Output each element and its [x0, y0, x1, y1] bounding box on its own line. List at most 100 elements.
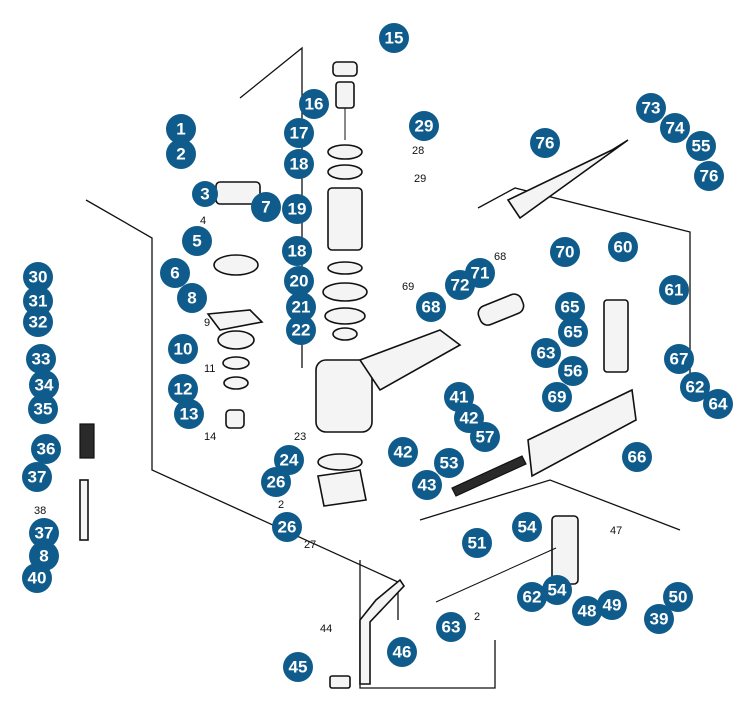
callout-19: 19 [282, 194, 312, 224]
parts [79, 61, 637, 689]
callout-16-label: 16 [305, 95, 324, 114]
frame-bottom [359, 560, 496, 689]
callout-36: 36 [31, 434, 61, 464]
callout-63b-label: 63 [442, 618, 461, 637]
callout-65a: 65 [555, 292, 585, 322]
callout-19-label: 19 [288, 200, 307, 219]
callout-3: 3 [192, 181, 218, 207]
label-2: 2 [278, 499, 284, 511]
callout-8a: 8 [177, 283, 207, 313]
callout-76a-label: 76 [700, 167, 719, 186]
callout-31-label: 31 [29, 292, 48, 311]
ring-11 [222, 356, 250, 370]
callout-48: 48 [572, 596, 602, 626]
callout-54b-label: 54 [548, 581, 567, 600]
callout-49: 49 [597, 590, 627, 620]
callout-56: 56 [558, 356, 588, 386]
callout-40: 40 [22, 563, 52, 593]
callout-18a-label: 18 [290, 155, 309, 174]
callout-65b-label: 65 [564, 323, 583, 342]
callout-22: 22 [286, 315, 316, 345]
callout-24: 24 [274, 445, 304, 475]
callout-30: 30 [23, 262, 53, 292]
rod-part [79, 479, 89, 541]
callout-55-label: 55 [692, 137, 711, 156]
callout-17: 17 [284, 118, 314, 148]
callout-5-label: 5 [192, 232, 201, 251]
callout-67-label: 67 [670, 350, 689, 369]
callout-34-label: 34 [35, 376, 54, 395]
label-68: 68 [494, 251, 506, 263]
callout-29a-label: 29 [415, 117, 434, 136]
callout-65a-label: 65 [561, 298, 580, 317]
callout-70-label: 70 [556, 243, 575, 262]
callout-64-label: 64 [709, 395, 728, 414]
callout-31: 31 [23, 286, 53, 316]
callout-1: 1 [166, 114, 196, 144]
callout-39: 39 [644, 604, 674, 634]
plain-labels: 28 29 4 9 11 14 23 69 68 2 27 38 44 2 47 [34, 145, 622, 635]
callout-57-label: 57 [476, 428, 495, 447]
label-29: 29 [414, 173, 426, 185]
callout-21-label: 21 [292, 298, 311, 317]
callout-63a-label: 63 [537, 344, 556, 363]
callout-70: 70 [550, 237, 580, 267]
frame-magazine [477, 187, 691, 376]
callout-61-label: 61 [665, 281, 684, 300]
ring-18b [327, 261, 363, 275]
callout-60: 60 [608, 232, 638, 262]
callout-69: 69 [542, 382, 572, 412]
callout-6: 6 [160, 258, 190, 288]
callout-64: 64 [703, 389, 733, 419]
nose-part [317, 469, 367, 507]
callout-7: 7 [251, 192, 281, 222]
callout-45: 45 [283, 652, 313, 682]
callout-13-label: 13 [180, 405, 199, 424]
callout-6-label: 6 [170, 264, 179, 283]
label-11: 11 [204, 363, 215, 375]
callout-37b: 37 [29, 518, 59, 548]
callout-72: 72 [445, 270, 475, 300]
callout-34: 34 [29, 370, 59, 400]
callout-37b-label: 37 [35, 524, 54, 543]
label-89: 69 [402, 281, 414, 293]
ring-12 [223, 376, 249, 390]
ring-24 [317, 453, 363, 471]
callout-18b-label: 18 [288, 242, 307, 261]
callout-8b-label: 8 [39, 547, 48, 566]
callout-3-label: 3 [200, 185, 209, 204]
callout-66-label: 66 [628, 448, 647, 467]
callout-57: 57 [470, 422, 500, 452]
callout-76b: 76 [530, 128, 560, 158]
rod-62 [435, 547, 557, 603]
callout-55: 55 [686, 131, 716, 161]
callout-71-label: 71 [471, 264, 490, 283]
callout-13: 13 [174, 399, 204, 429]
callout-63b: 63 [436, 612, 466, 642]
callout-50: 50 [663, 582, 693, 612]
ring-18 [327, 164, 363, 180]
rail-66 [527, 388, 637, 478]
callout-56-label: 56 [564, 362, 583, 381]
callout-20: 20 [284, 266, 314, 296]
callout-51-label: 51 [468, 534, 487, 553]
callout-7-label: 7 [261, 198, 270, 217]
valve-part [335, 81, 355, 109]
callout-42a-label: 42 [460, 409, 479, 428]
ring-17 [327, 144, 363, 160]
callout-26b: 26 [272, 512, 302, 542]
rail-73 [506, 139, 629, 220]
callout-68-label: 68 [422, 298, 441, 317]
callout-49-label: 49 [603, 596, 622, 615]
callout-37a: 37 [22, 462, 52, 492]
callout-42b-label: 42 [394, 443, 413, 462]
callout-5: 5 [182, 226, 212, 256]
callout-29a: 29 [409, 111, 439, 141]
callouts: 15 16 1 29 17 2 18 7 19 3 5 18 20 6 8 21… [22, 23, 733, 682]
callout-60-label: 60 [614, 238, 633, 257]
disc-part [213, 254, 259, 276]
label-28: 28 [412, 145, 424, 157]
ring-22 [332, 327, 358, 341]
rail-57 [451, 455, 527, 497]
callout-32: 32 [23, 307, 53, 337]
